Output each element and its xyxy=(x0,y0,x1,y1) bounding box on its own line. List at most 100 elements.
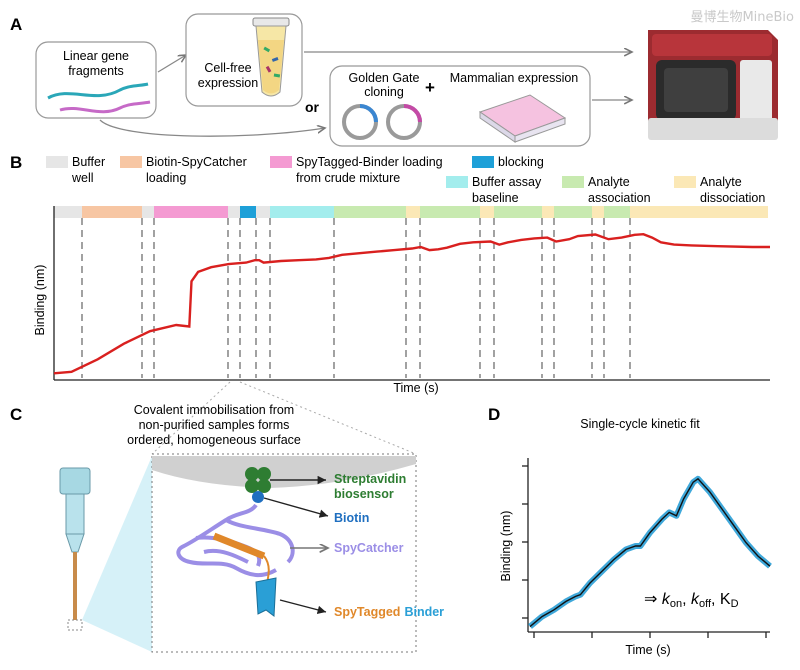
phase-spytagged-loading xyxy=(154,206,228,218)
legend-swatch-association xyxy=(562,176,584,188)
legend-label-buffer-1: Buffer xyxy=(72,155,105,169)
phase-baseline xyxy=(270,206,334,218)
legend-label-baseline-2: baseline xyxy=(472,191,519,205)
phase-band xyxy=(54,206,768,218)
phase-dissoc-4 xyxy=(592,206,604,218)
plus-sign: + xyxy=(425,78,435,97)
phase-buffer-4 xyxy=(256,206,270,218)
cellfree-line2: expression xyxy=(198,76,258,90)
phase-assoc-1 xyxy=(334,206,406,218)
c-caption-1: Covalent immobilisation from xyxy=(134,403,294,417)
zoom-line-right xyxy=(239,381,417,455)
legend-label-blocking: blocking xyxy=(498,155,544,169)
mammalian-label: Mammalian expression xyxy=(450,71,579,85)
d-title: Single-cycle kinetic fit xyxy=(580,417,700,431)
legend-label-association-2: association xyxy=(588,191,651,205)
formula-k-on: k xyxy=(662,591,671,608)
spycatcher-protein xyxy=(176,503,295,577)
arrow-to-golden xyxy=(99,119,325,137)
phase-boundaries xyxy=(81,218,631,378)
formula-arrow: ⇒ xyxy=(644,591,662,608)
formula-off-sub: off xyxy=(699,598,712,610)
phase-assoc-3 xyxy=(494,206,542,218)
legend-swatch-spytagged xyxy=(270,156,292,168)
phase-assoc-4 xyxy=(554,206,592,218)
legend-label-baseline-1: Buffer assay xyxy=(472,175,542,189)
label-streptavidin-1: Streptavidin xyxy=(334,472,406,486)
phase-dissoc-2 xyxy=(480,206,494,218)
phase-dissoc-1 xyxy=(406,206,420,218)
biosensor-tip-icon xyxy=(59,467,91,631)
zoom-wedge xyxy=(82,456,152,652)
dna-strand-teal xyxy=(47,82,149,100)
phase-blocking xyxy=(240,206,256,218)
c-caption-2: non-purified samples forms xyxy=(139,418,290,432)
phase-assoc-2 xyxy=(420,206,480,218)
legend-b: Buffer well Biotin-SpyCatcher loading Sp… xyxy=(46,155,765,205)
b-binding-trace xyxy=(53,232,770,375)
formula-K: K xyxy=(720,591,731,608)
legend-swatch-dissociation xyxy=(674,176,696,188)
label-spytagged: SpyTagged xyxy=(334,605,400,619)
arrow-biotin xyxy=(263,497,329,518)
phase-dissoc-3 xyxy=(542,206,554,218)
biotin-icon xyxy=(252,491,264,503)
binder-icon xyxy=(255,577,277,617)
panel-b-letter: B xyxy=(10,153,22,172)
tube-icon xyxy=(252,17,290,97)
d-x-label: Time (s) xyxy=(625,643,670,657)
legend-swatch-buffer xyxy=(46,156,68,168)
formula-sep1: , xyxy=(682,591,691,608)
label-binder: Binder xyxy=(404,605,444,619)
formula-k-off: k xyxy=(691,591,700,608)
label-spytagged-binder: SpyTagged Binder xyxy=(334,605,444,619)
d-y-ticks xyxy=(522,465,528,619)
legend-label-dissociation-1: Analyte xyxy=(700,175,742,189)
streptavidin-icon xyxy=(245,467,271,493)
legend-label-biotin-1: Biotin-SpyCatcher xyxy=(146,155,247,169)
d-y-label: Binding (nm) xyxy=(499,511,513,582)
phase-buffer-3 xyxy=(228,206,240,218)
or-text: or xyxy=(305,99,320,115)
golden-line1: Golden Gate xyxy=(349,71,420,85)
d-formula: ⇒ kon, koff, KD xyxy=(644,591,739,610)
legend-label-biotin-2: loading xyxy=(146,171,186,185)
legend-label-buffer-2: well xyxy=(71,171,94,185)
legend-label-dissociation-2: dissociation xyxy=(700,191,765,205)
cellfree-line1: Cell-free xyxy=(204,61,251,75)
phase-dissoc-final xyxy=(630,206,768,218)
arrow-to-cellfree xyxy=(157,55,186,73)
label-spycatcher: SpyCatcher xyxy=(334,541,404,555)
c-caption-3: ordered, homogeneous surface xyxy=(127,433,301,447)
legend-label-spytagged-2: from crude mixture xyxy=(296,171,400,185)
legend-label-spytagged-1: SpyTagged-Binder loading xyxy=(296,155,443,169)
formula-on-sub: on xyxy=(670,598,682,610)
phase-buffer-2 xyxy=(142,206,154,218)
b-y-label: Binding (nm) xyxy=(33,265,47,336)
label-biotin: Biotin xyxy=(334,511,369,525)
dna-strand-pink xyxy=(59,100,151,114)
watermark-text: 曼博生物MineBio xyxy=(690,10,794,25)
panel-d-letter: D xyxy=(488,405,500,424)
legend-label-association-1: Analyte xyxy=(588,175,630,189)
formula-D-sub: D xyxy=(731,598,739,610)
golden-line2: cloning xyxy=(364,85,404,99)
label-streptavidin-2: biosensor xyxy=(334,487,394,501)
legend-swatch-biotin xyxy=(120,156,142,168)
sensor-surface xyxy=(152,456,416,488)
legend-swatch-blocking xyxy=(472,156,494,168)
spytag-segment xyxy=(212,532,266,560)
d-fit-curve xyxy=(529,477,771,628)
gene-label-line1: Linear gene xyxy=(63,49,129,63)
well-plate-icon xyxy=(478,94,567,143)
formula-sep2: , xyxy=(711,591,720,608)
phase-biotin-loading xyxy=(82,206,142,218)
plasmid-icon-2 xyxy=(386,104,422,140)
plasmid-icon-1 xyxy=(342,104,378,140)
phase-assoc-5 xyxy=(604,206,630,218)
phase-buffer xyxy=(54,206,82,218)
panel-c-letter: C xyxy=(10,405,22,424)
b-x-label: Time (s) xyxy=(393,381,438,395)
gene-label-line2: fragments xyxy=(68,64,124,78)
